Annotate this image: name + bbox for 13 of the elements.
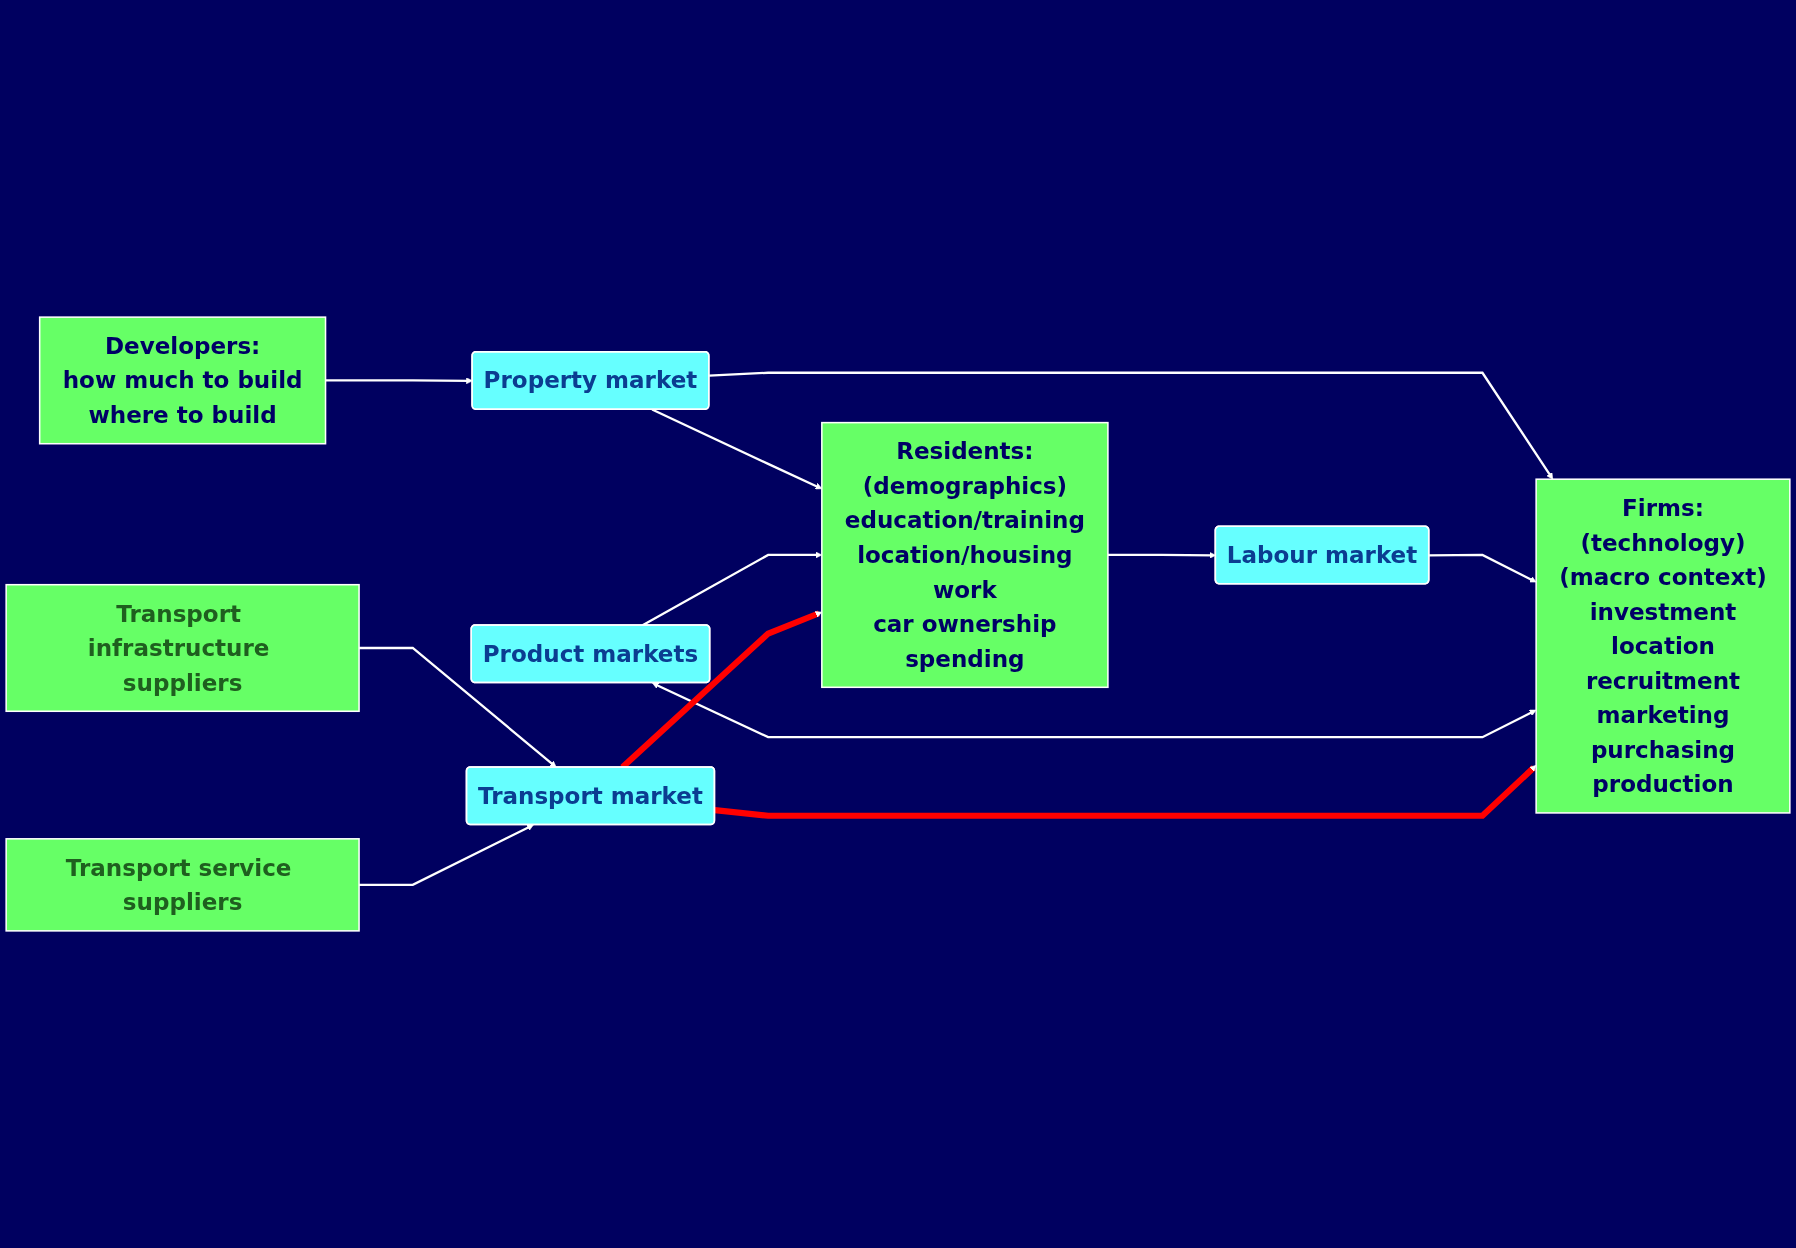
arrow (652, 682, 1537, 739)
arrow (359, 646, 557, 768)
node-box: Residents: (demographics) education/training location/housing work car ownership spending (821, 421, 1109, 689)
node-box: Developers: how much to build where to build (38, 316, 327, 445)
node-box: Transport service suppliers (5, 838, 360, 932)
arrow (1429, 553, 1537, 583)
node-box: Transport infrastructure suppliers (5, 583, 360, 713)
node-box: Firms: (technology) (macro context) investment location recruitment marketing purchasing production (1535, 478, 1791, 814)
arrow (709, 371, 1554, 480)
arrow (325, 377, 473, 385)
arrow (1107, 551, 1216, 559)
arrow (359, 824, 534, 886)
arrow (714, 765, 1537, 819)
